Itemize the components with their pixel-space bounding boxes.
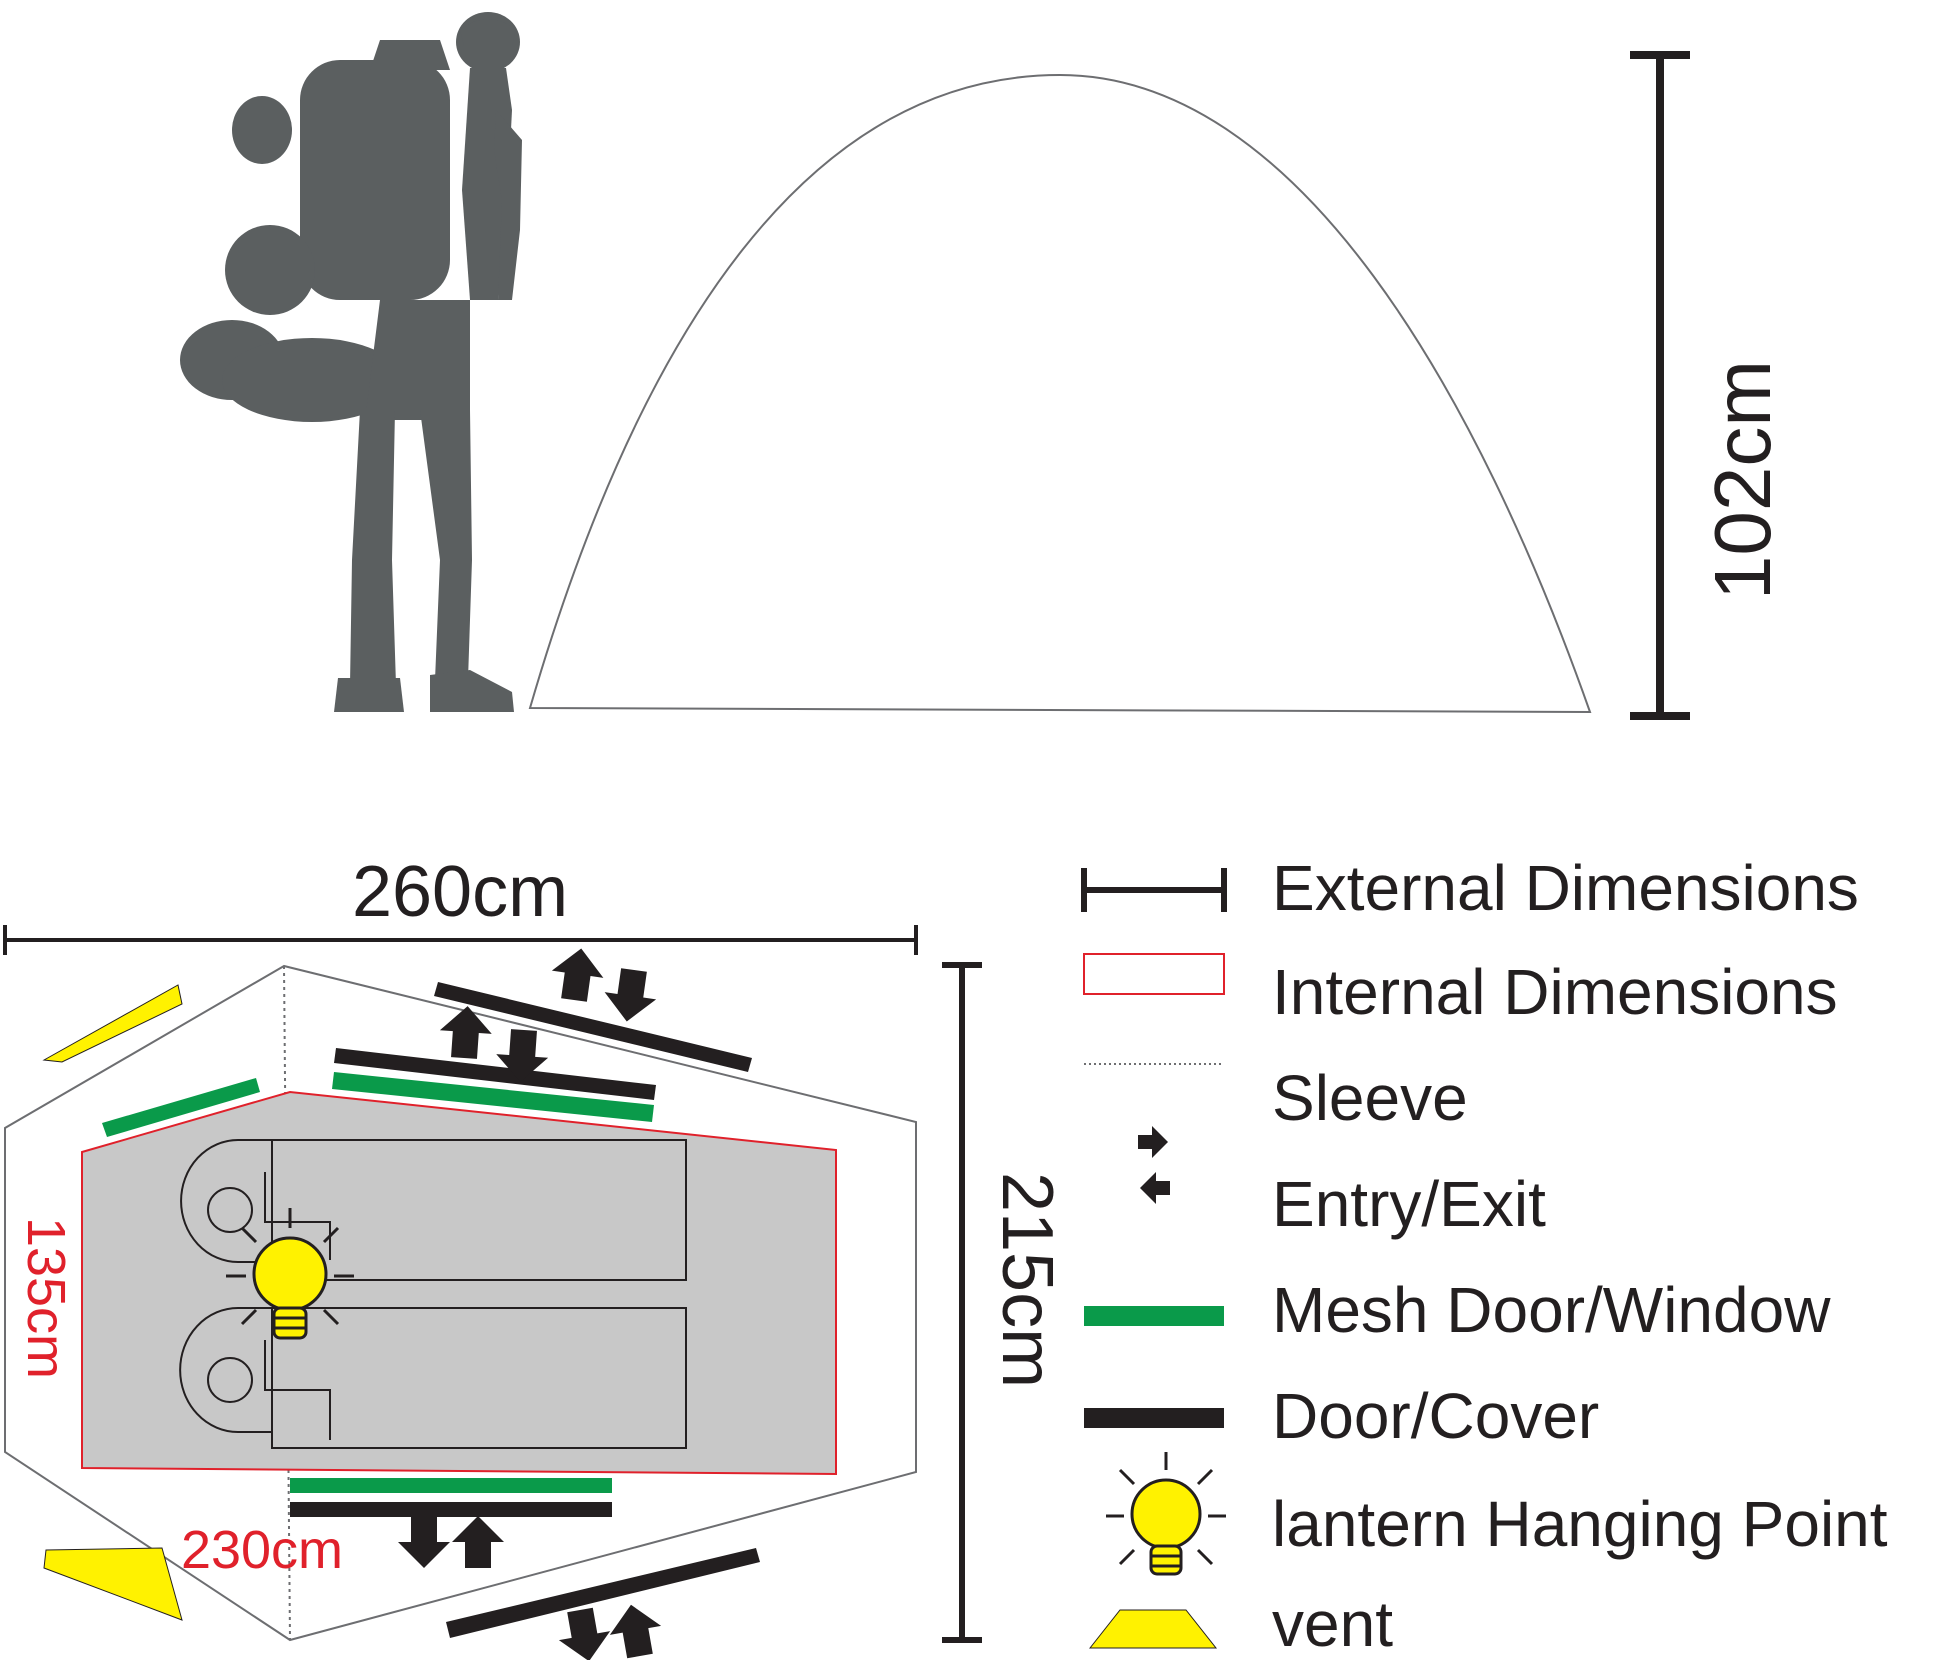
external-dimension-icon [1081, 868, 1227, 912]
legend-label-internal: Internal Dimensions [1272, 956, 1838, 1028]
legend-label-sleeve: Sleeve [1272, 1062, 1468, 1134]
legend-label-entry: Entry/Exit [1272, 1168, 1546, 1240]
tent-side-outline [528, 73, 1592, 714]
legend-label-door: Door/Cover [1272, 1380, 1599, 1452]
width-dimension-bar [942, 962, 982, 1643]
legend-label-mesh: Mesh Door/Window [1272, 1274, 1831, 1346]
internal-dimension-icon [1083, 953, 1225, 995]
height-dimension-bar [1630, 51, 1690, 720]
legend-label-lantern: lantern Hanging Point [1272, 1488, 1888, 1560]
legend-label-vent: vent [1272, 1588, 1393, 1660]
mesh-bars [102, 1072, 654, 1493]
lantern-hanging-point-icon [226, 1208, 354, 1340]
door-bars [290, 982, 760, 1638]
sleeping-bag-top [180, 1139, 687, 1281]
vent-top [42, 984, 183, 1063]
internal-floor [81, 1090, 837, 1476]
door-bar-icon [1084, 1408, 1224, 1428]
sleeping-bag-bottom [179, 1307, 687, 1449]
length-dimension-bar [3, 925, 918, 955]
entry-exit-arrows-icon [1138, 1126, 1170, 1204]
legend-label-external: External Dimensions [1272, 852, 1859, 924]
mesh-bar-icon [1084, 1306, 1224, 1326]
legend: External Dimensions Internal Dimensions … [1081, 852, 1888, 1660]
internal-width-label: 135cm [16, 1217, 76, 1379]
hiker-silhouette-icon [180, 12, 522, 712]
internal-length-label: 230cm [181, 1520, 343, 1580]
width-label: 215cm [987, 1172, 1067, 1388]
lantern-bulb-icon [1106, 1452, 1226, 1576]
length-label: 260cm [352, 852, 568, 932]
vent-bottom [43, 1547, 183, 1621]
vent-trapezoid-icon [1088, 1609, 1218, 1649]
height-label: 102cm [1698, 360, 1787, 600]
